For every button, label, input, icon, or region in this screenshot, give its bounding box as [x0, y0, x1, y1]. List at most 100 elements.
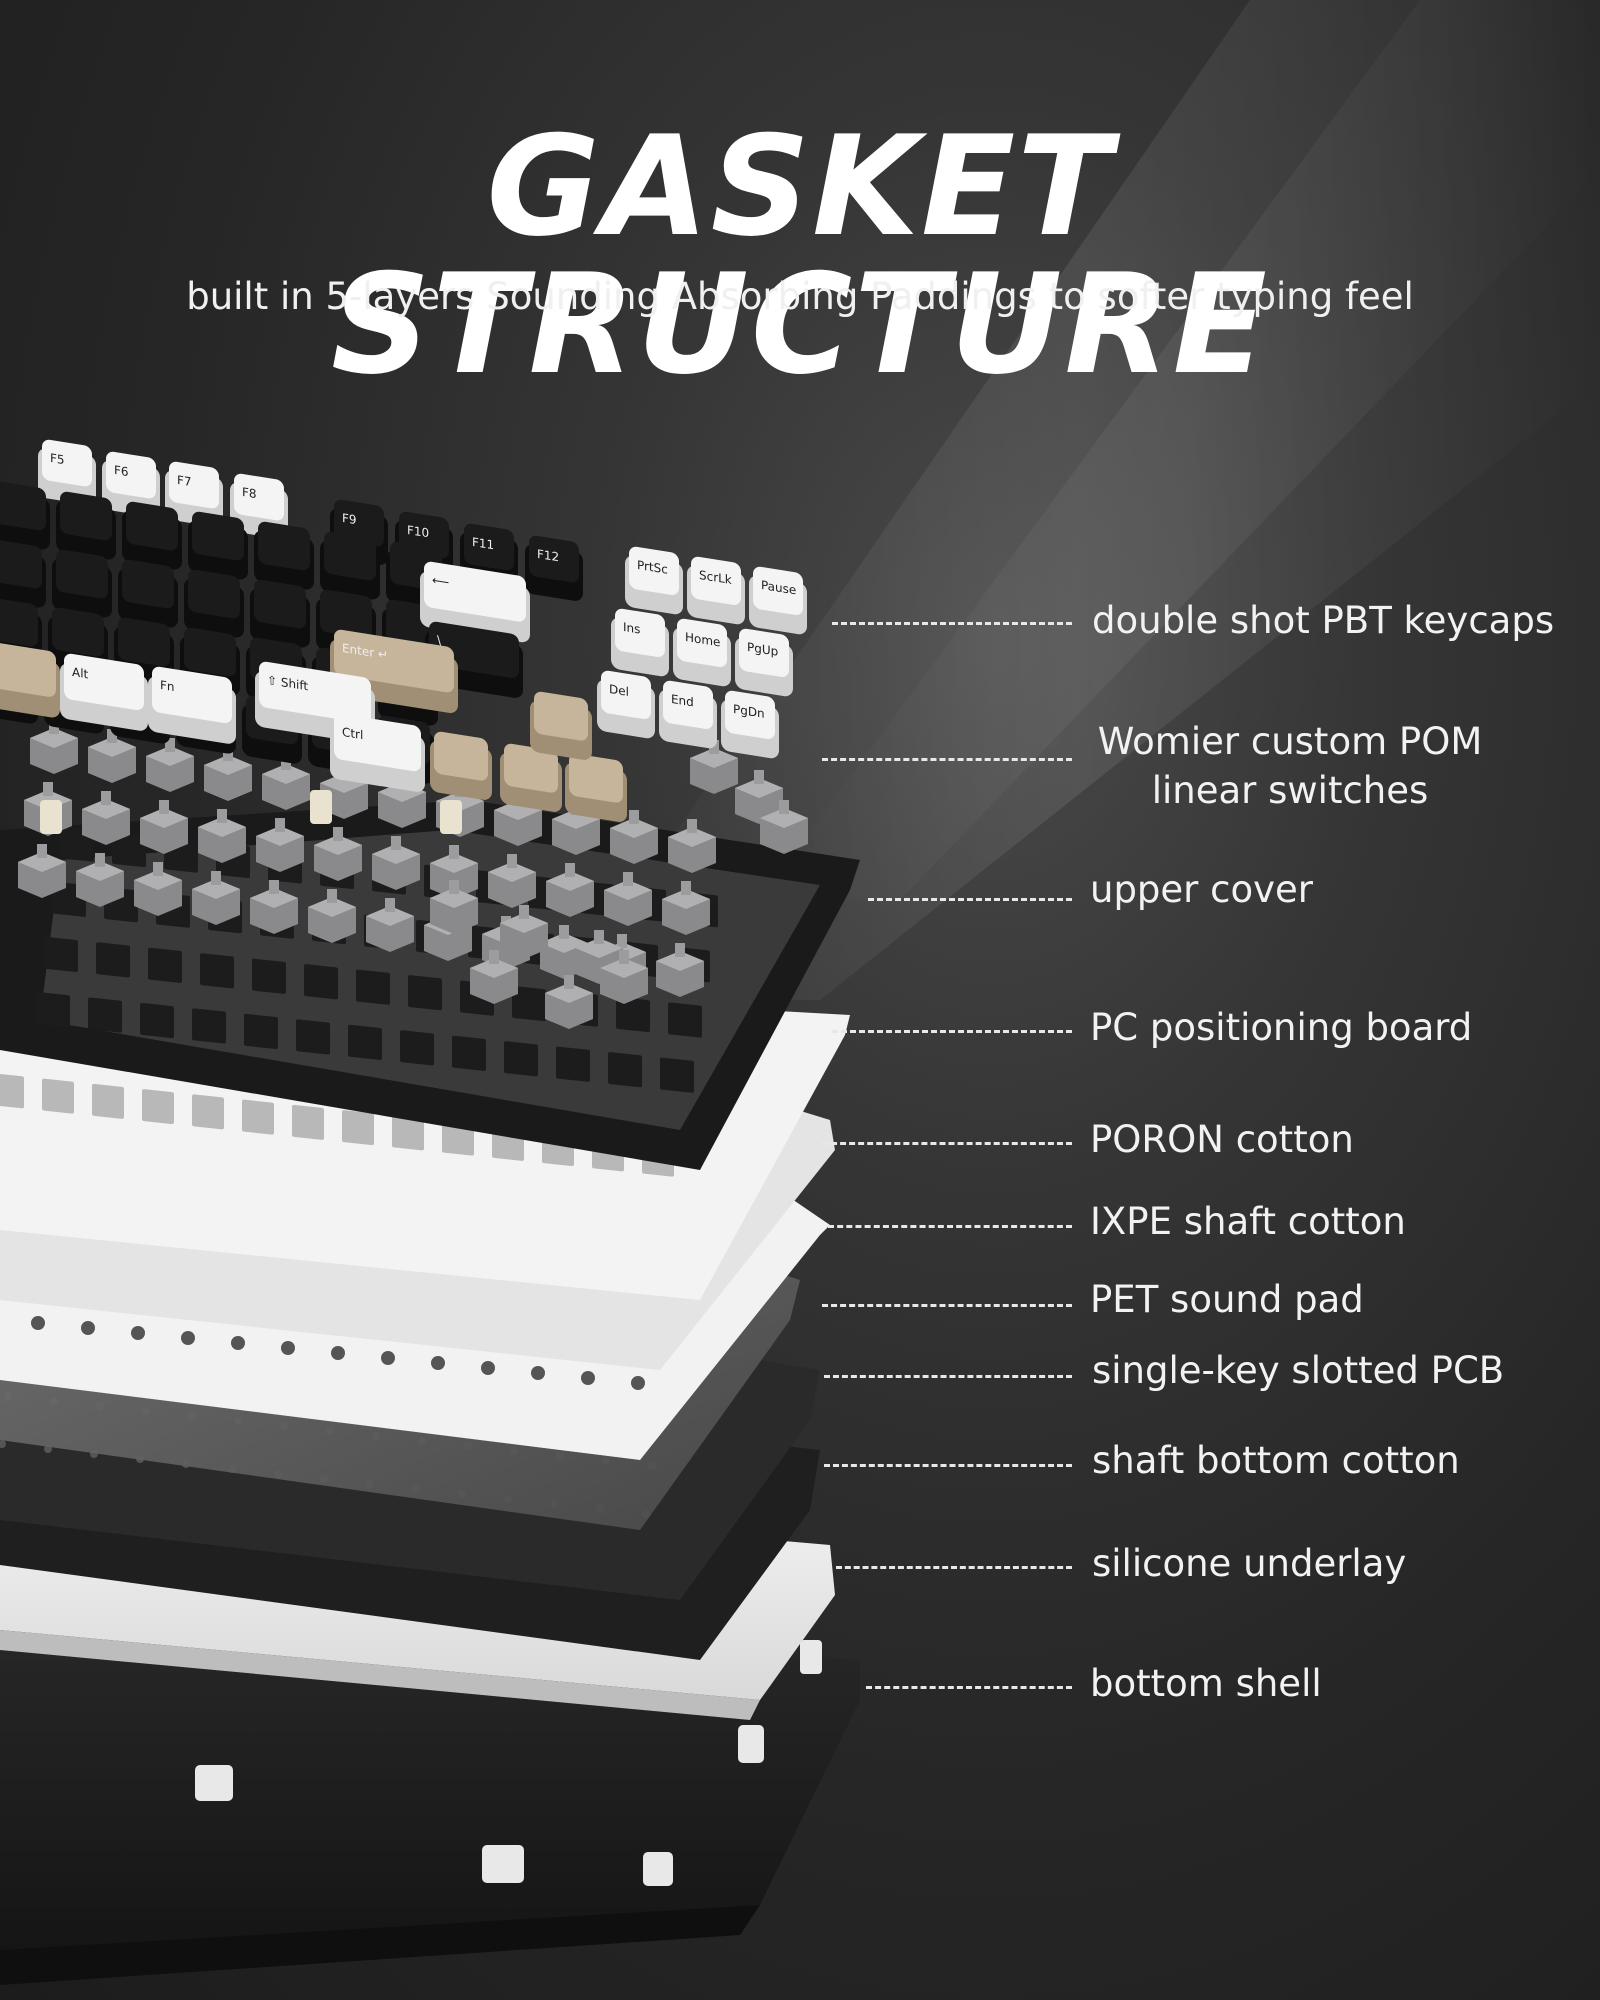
pc-board-cutout: [242, 1099, 274, 1135]
keycap-legend: F12: [537, 547, 559, 564]
keycap-top: [0, 641, 56, 697]
keycap-f: F5: [38, 439, 96, 505]
switch: [82, 791, 130, 845]
keycap-legend: ⟵: [432, 573, 449, 590]
leader-ixpe: [828, 1225, 1072, 1228]
pc-board-cutout: [92, 1083, 124, 1119]
switch: [366, 898, 414, 952]
switch-stem: [49, 720, 59, 734]
plate-cutout: [660, 1057, 694, 1093]
switch-stem: [95, 853, 105, 867]
label-upper-cover: upper cover: [1090, 868, 1314, 911]
switch-top: [262, 764, 310, 784]
leader-shaft-bottom: [824, 1464, 1072, 1467]
ixpe-hole: [181, 1331, 195, 1345]
keycap-top: [739, 628, 789, 678]
plate-cutout: [200, 953, 234, 989]
switch-top: [198, 817, 246, 837]
ixpe-hole: [281, 1341, 295, 1355]
switch-top: [82, 799, 130, 819]
plate-cutout: [96, 942, 130, 978]
plate-cutout: [356, 969, 390, 1005]
switch-stem: [385, 898, 395, 912]
switch-top: [430, 888, 478, 908]
keycap-top: [663, 680, 713, 730]
keycap-top: [569, 753, 623, 803]
plate-cutout: [348, 1024, 382, 1060]
switch-top: [18, 852, 66, 872]
switch: [250, 880, 298, 934]
ixpe-hole: [331, 1346, 345, 1360]
keycap-top: [691, 556, 741, 606]
keycap-top: [42, 439, 92, 487]
keycap-legend: ScrLk: [699, 568, 732, 587]
switch: [545, 975, 593, 1029]
keycap-legend: End: [671, 692, 694, 710]
leader-pcb: [824, 1375, 1072, 1378]
leader-pc-board: [832, 1030, 1072, 1033]
switch: [760, 800, 808, 854]
pc-board-cutout: [392, 1115, 424, 1151]
keycap-top: [615, 608, 665, 658]
label-shaft-bottom: shaft bottom cotton: [1092, 1439, 1460, 1482]
switch-stem: [159, 800, 169, 814]
keycap-legend: F7: [177, 473, 192, 489]
keycap-top: [434, 731, 488, 781]
switch-stem: [687, 819, 697, 833]
keycap-top: [320, 589, 372, 639]
plate-cutout: [668, 1002, 702, 1038]
keycap-legend: F5: [50, 451, 65, 467]
switch-stem: [617, 934, 627, 948]
label-keycaps: double shot PBT keycaps: [1092, 599, 1555, 642]
keycap-top: [534, 691, 588, 741]
switch-top: [600, 958, 648, 978]
switch-top: [668, 827, 716, 847]
keycap-legend: Alt: [72, 665, 88, 682]
page-title: GASKET STRUCTURE: [331, 106, 1269, 405]
label-pc-board: PC positioning board: [1090, 1006, 1473, 1049]
keycap-top: [192, 511, 244, 561]
switch-top: [604, 880, 652, 900]
plate-cutout: [148, 947, 182, 983]
keycap-alpha: [56, 491, 116, 560]
switch-top: [88, 737, 136, 757]
switch: [430, 845, 478, 899]
label-ixpe: IXPE shaft cotton: [1090, 1200, 1406, 1243]
switch-top: [250, 888, 298, 908]
pc-board-cutout: [192, 1094, 224, 1130]
keycap-top: [258, 521, 310, 571]
switch: [146, 738, 194, 792]
switch-stem: [594, 930, 604, 944]
keycap-alpha: [118, 559, 178, 628]
plate-cutout: [452, 1035, 486, 1071]
switch-stem: [681, 881, 691, 895]
switch-top: [662, 889, 710, 909]
keycap-top: [529, 535, 579, 583]
switch-stem: [507, 854, 517, 868]
keycap-nav: Pause: [749, 566, 807, 635]
keycap-top: [64, 653, 144, 711]
keycap-legend: F11: [472, 535, 494, 552]
keycap-legend: Pause: [761, 578, 796, 597]
keycap-top: [725, 690, 775, 740]
plate-cutout: [400, 1030, 434, 1066]
keycap-nav: Home: [673, 618, 731, 687]
keycap-top: [188, 569, 240, 619]
switch-top: [256, 826, 304, 846]
switch-top: [204, 755, 252, 775]
switch-top: [735, 778, 783, 798]
pc-board-cutout: [142, 1089, 174, 1125]
switch: [256, 818, 304, 872]
keycap-nav: PrtSc: [625, 546, 683, 615]
plate-cutout: [512, 986, 546, 1022]
label-switches-line-1: Womier custom POM: [1097, 720, 1483, 763]
leader-bottom-shell: [866, 1686, 1072, 1689]
keycap-arrow: [430, 731, 492, 800]
switch: [204, 747, 252, 801]
keycap-arrow: [500, 743, 562, 812]
leader-silicone: [836, 1566, 1072, 1569]
keycap-top: [122, 559, 174, 609]
keycap-top: [56, 549, 108, 599]
keycap-legend: F8: [242, 485, 257, 501]
